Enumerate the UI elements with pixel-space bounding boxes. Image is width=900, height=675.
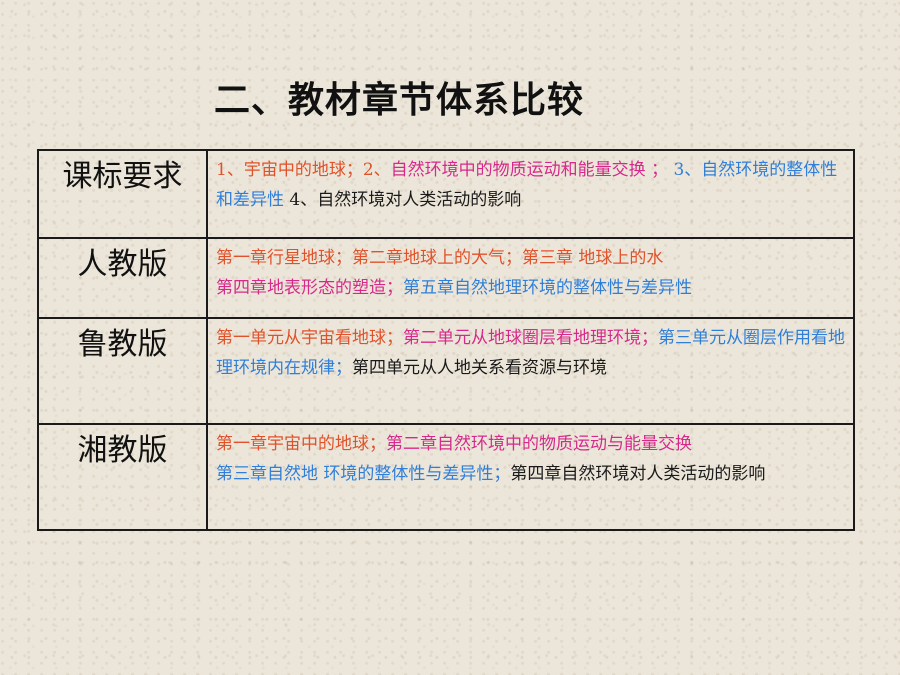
page-title: 二、教材章节体系比较 xyxy=(214,80,585,121)
table-row: 鲁教版 第一单元从宇宙看地球；第二单元从地球圈层看地理环境；第三单元从圈层作用看… xyxy=(37,317,855,425)
row-label: 鲁教版 xyxy=(37,317,208,425)
content-segment: 第一章行星地球；第二章地球上的大气；第三章 地球上的水 xyxy=(216,248,664,268)
content-segment: 第三单元从圈层作用看地理环境内在规律； xyxy=(216,328,845,378)
row-content: 1、宇宙中的地球；2、自然环境中的物质运动和能量交换 ； 3、自然环境的整体性和… xyxy=(206,149,855,239)
row-label: 课标要求 xyxy=(37,149,208,239)
row-content: 第一章行星地球；第二章地球上的大气；第三章 地球上的水第四章地表形态的塑造；第五… xyxy=(206,237,855,319)
table-row: 人教版 第一章行星地球；第二章地球上的大气；第三章 地球上的水第四章地表形态的塑… xyxy=(37,237,855,319)
content-segment: 3、自然环境的整体性和差异性 xyxy=(216,160,838,210)
content-segment: 第五章自然地理环境的整体性与差异性 xyxy=(403,278,692,298)
content-segment: 第四单元从人地关系看资源与环境 xyxy=(352,358,607,378)
content-segment: 第一章宇宙中的地球； xyxy=(216,434,386,454)
content-segment: 4、自然环境对人类活动的影响 xyxy=(284,190,522,210)
content-segment: 自然环境中的物质运动和能量交换 ； xyxy=(390,160,669,180)
content-segment: 第四章地表形态的塑造； xyxy=(216,278,403,298)
content-segment: 第四章自然环境对人类活动的影响 xyxy=(510,464,766,484)
row-label: 人教版 xyxy=(37,237,208,319)
content-segment: 第二章自然环境中的物质运动与能量交换 xyxy=(386,434,692,454)
content-segment: 1、宇宙中的地球；2、 xyxy=(216,160,391,180)
content-segment: 第三章自然地 环境的整体性与差异性； xyxy=(216,464,511,484)
table-row: 课标要求 1、宇宙中的地球；2、自然环境中的物质运动和能量交换 ； 3、自然环境… xyxy=(37,149,855,239)
content-segment: 第一单元从宇宙看地球； xyxy=(216,328,403,348)
row-content: 第一单元从宇宙看地球；第二单元从地球圈层看地理环境；第三单元从圈层作用看地理环境… xyxy=(206,317,855,425)
table-row: 湘教版 第一章宇宙中的地球；第二章自然环境中的物质运动与能量交换第三章自然地 环… xyxy=(37,423,855,531)
row-content: 第一章宇宙中的地球；第二章自然环境中的物质运动与能量交换第三章自然地 环境的整体… xyxy=(206,423,855,531)
row-label: 湘教版 xyxy=(37,423,208,531)
comparison-table: 课标要求 1、宇宙中的地球；2、自然环境中的物质运动和能量交换 ； 3、自然环境… xyxy=(37,149,855,531)
content-segment: 第二单元从地球圈层看地理环境； xyxy=(403,328,658,348)
